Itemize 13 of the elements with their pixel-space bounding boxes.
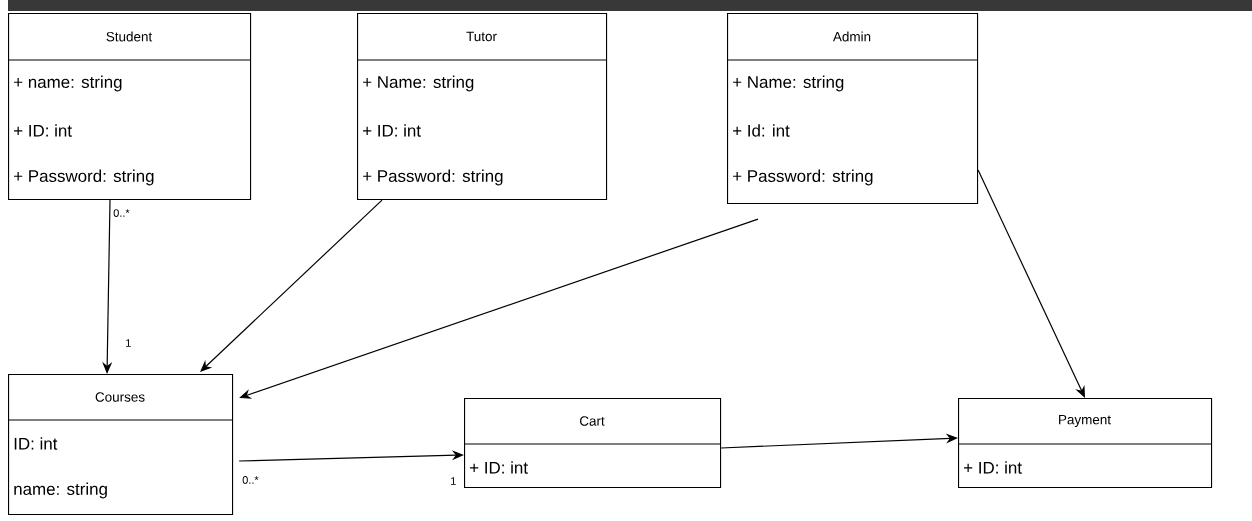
class-box: Courses ID: int name: string	[7, 374, 234, 516]
multiplicity-label: 0..*	[113, 209, 130, 217]
arrow	[200, 199, 383, 372]
class-box: Student + name: string + ID: int + Password: string	[7, 13, 252, 201]
class-box: Tutor + Name: string + ID: int + Password: string	[356, 13, 608, 201]
arrow	[102, 199, 113, 374]
class-box: Payment + ID: int	[957, 398, 1213, 489]
class-box: Cart + ID: int	[463, 398, 722, 489]
class-box: Admin + Name: string + Id: int + Password: string	[726, 13, 979, 205]
arrow	[977, 169, 1085, 398]
multiplicity-label: 1	[126, 339, 131, 347]
arrow	[238, 450, 464, 462]
arrow	[720, 433, 958, 449]
